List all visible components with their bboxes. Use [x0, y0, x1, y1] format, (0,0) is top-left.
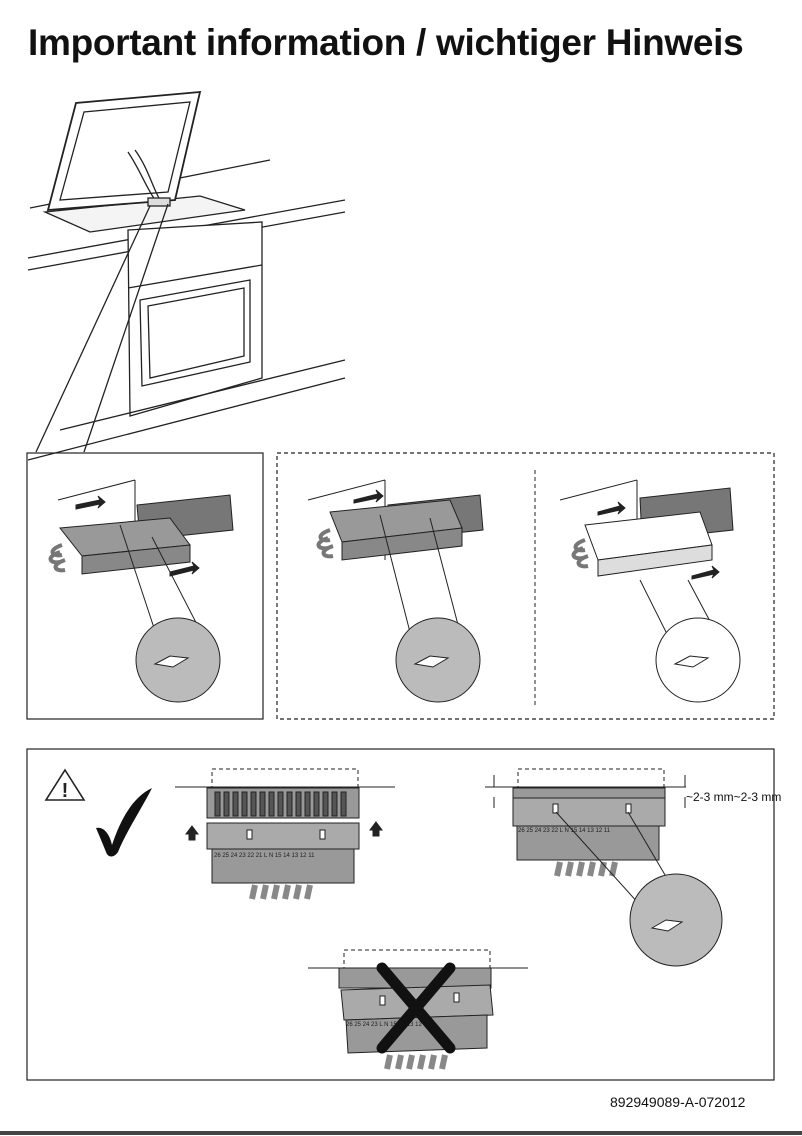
correct-connector-right: 26 25 24 23 22 L N 15 14 13 12 11 — [485, 768, 723, 967]
connector-step-2 — [307, 479, 484, 703]
dimension-label: ~2-3 mm~2-3 mm — [686, 790, 782, 804]
document-number: 892949089-A-072012 — [610, 1094, 746, 1110]
svg-text:26 25 24 23 22 21 L N: 26 25 24 23 22 21 L N 15 14 13 12 11 — [214, 853, 315, 859]
cross-icon — [376, 962, 456, 1054]
svg-text:26 25 24 23 22 L N 15: 26 25 24 23 22 L N 15 14 13 12 11 — [518, 828, 611, 834]
svg-text:26 25 24 23 L N 15 14: 26 25 24 23 L N 15 14 13 12 11 — [346, 1022, 430, 1028]
step-panel-1 — [26, 452, 264, 720]
checkmark-icon — [96, 788, 152, 857]
svg-text:!: ! — [62, 780, 69, 802]
connector-step-3 — [559, 479, 741, 703]
alignment-panel — [26, 748, 775, 1081]
warning-icon: ! — [44, 768, 86, 802]
correct-connector-left: 26 25 24 23 22 21 L N 15 14 13 12 11 — [175, 768, 395, 900]
page-title: Important information / wichtiger Hinwei… — [28, 22, 744, 63]
step-panel-2-3 — [276, 452, 775, 720]
bottom-rule — [0, 1131, 802, 1135]
kitchen-cabinet-scene — [27, 90, 346, 461]
connector-step-1 — [48, 479, 234, 703]
